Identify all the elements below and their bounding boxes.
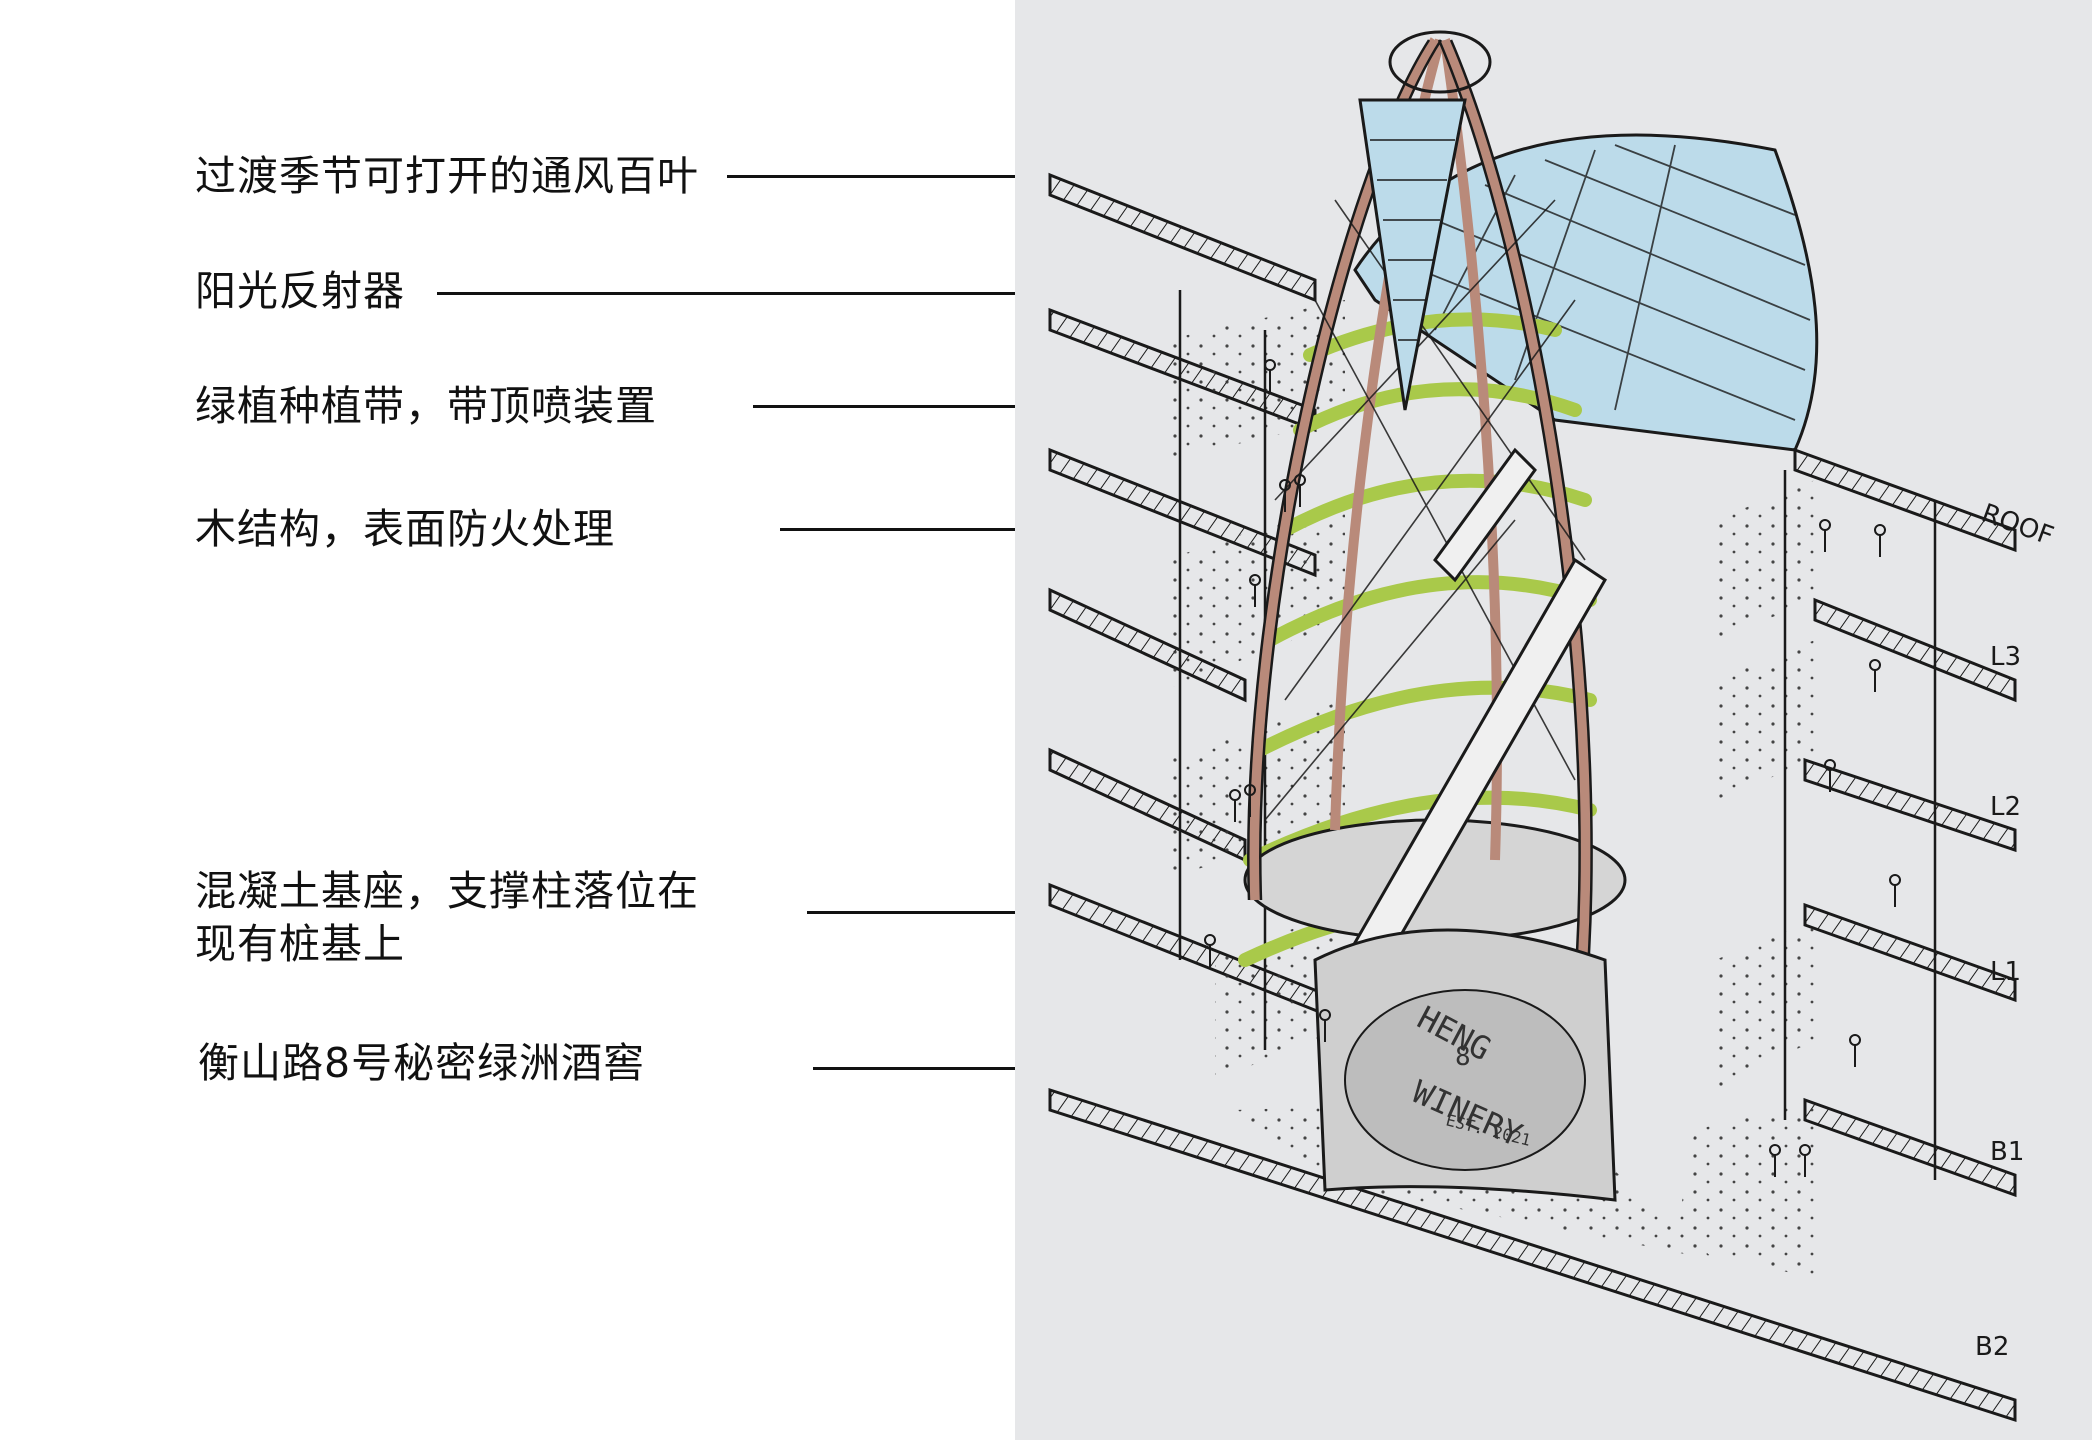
level-l1: L1 [1990, 957, 2021, 987]
level-l2: L2 [1990, 792, 2021, 822]
level-b2: B2 [1975, 1332, 2009, 1362]
sun-reflector [1358, 98, 1467, 411]
annotation-planting: 绿植种植带，带顶喷装置 [195, 382, 657, 430]
annotation-base: 混凝土基座，支撑柱落位在 现有桩基上 [195, 865, 699, 972]
annotation-winery: 衡山路8号秘密绿洲酒窖 [198, 1039, 646, 1087]
annotation-base-line2: 现有桩基上 [195, 920, 405, 969]
annotation-timber: 木结构，表面防火处理 [195, 505, 615, 553]
annotation-louver: 过渡季节可打开的通风百叶 [195, 152, 699, 200]
right-slabs [1793, 447, 2017, 1198]
sign-line2: 8 [1455, 1042, 1471, 1072]
annotation-base-line1: 混凝土基座，支撑柱落位在 [195, 867, 699, 915]
people-figures [1204, 359, 1901, 1177]
level-l3: L3 [1990, 642, 2021, 672]
level-b1: B1 [1990, 1137, 2024, 1167]
annotation-reflector: 阳光反射器 [195, 267, 405, 315]
sketch-drawing: HENG 8 WINERY EST. 2021 ROOF L3 L2 L1 B1… [1048, 30, 2058, 1423]
level-roof: ROOF [1978, 498, 2058, 551]
section-sketch: HENG 8 WINERY EST. 2021 ROOF L3 L2 L1 B1… [1015, 0, 2092, 1440]
